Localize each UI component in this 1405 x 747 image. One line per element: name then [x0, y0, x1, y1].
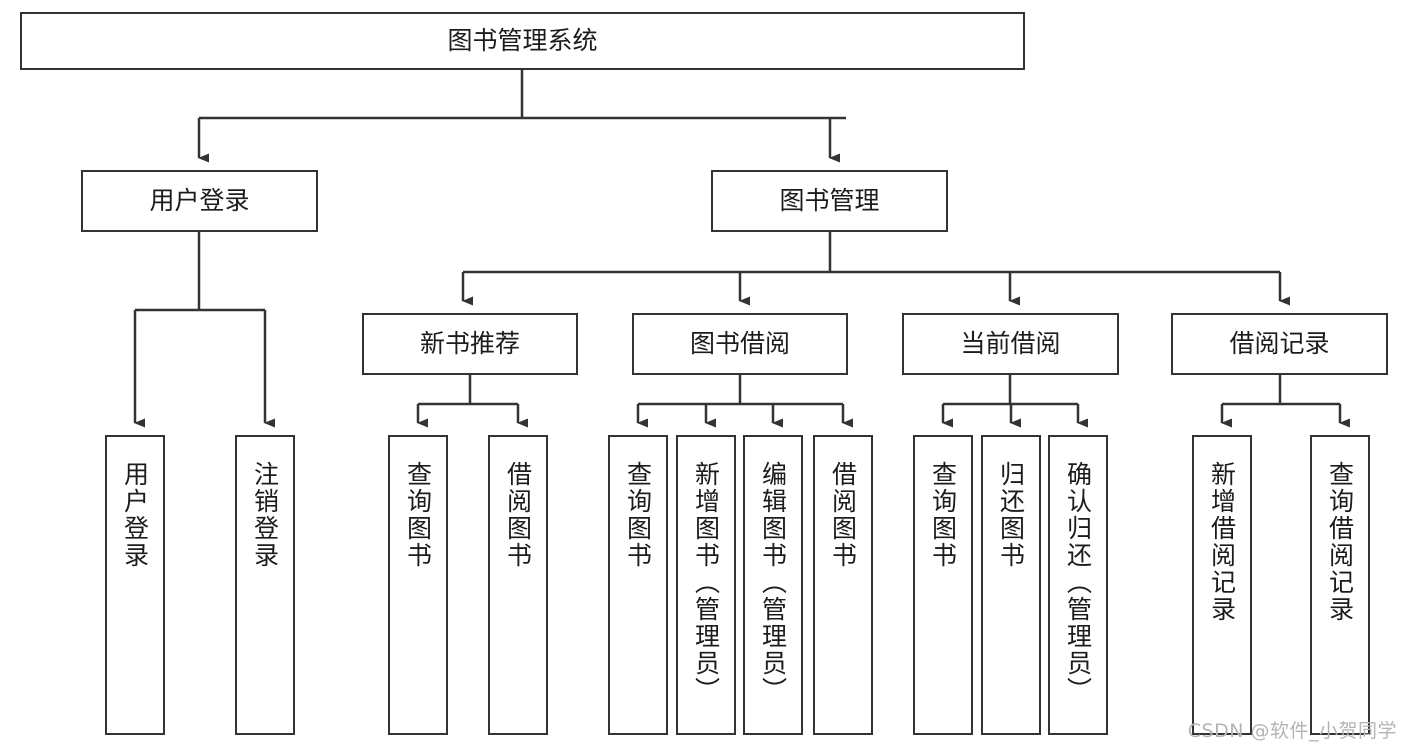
node-label: 图书管理: [779, 186, 880, 216]
node-current-borrow[interactable]: 当前借阅: [902, 313, 1119, 375]
csdn-watermark: CSDN @软件_小贺同学: [1187, 720, 1397, 742]
node-book-management[interactable]: 图书管理: [711, 170, 948, 232]
node-label: 归还图书: [996, 461, 1026, 569]
leaf-book-borrow-edit-book-admin[interactable]: 编辑图书（管理员）: [743, 435, 803, 735]
node-label: 图书借阅: [689, 329, 790, 359]
leaf-new-book-borrow-book[interactable]: 借阅图书: [488, 435, 548, 735]
node-borrow-record[interactable]: 借阅记录: [1171, 313, 1388, 375]
leaf-book-borrow-borrow-book[interactable]: 借阅图书: [813, 435, 873, 735]
node-label: 借阅图书: [503, 461, 533, 569]
node-label: 新增图书（管理员）: [691, 461, 721, 704]
leaf-borrow-record-add-record[interactable]: 新增借阅记录: [1192, 435, 1252, 735]
node-root-book-management-system[interactable]: 图书管理系统: [20, 12, 1025, 70]
leaf-current-borrow-query-book[interactable]: 查询图书: [913, 435, 973, 735]
node-label: 借阅图书: [828, 461, 858, 569]
node-label: 新书推荐: [419, 329, 520, 359]
leaf-book-borrow-query-book[interactable]: 查询图书: [608, 435, 668, 735]
node-label: 查询图书: [403, 461, 433, 569]
node-label: 查询图书: [928, 461, 958, 569]
node-label: 当前借阅: [960, 329, 1061, 359]
node-label: 新增借阅记录: [1207, 461, 1237, 623]
leaf-current-borrow-return-book[interactable]: 归还图书: [981, 435, 1041, 735]
node-label: 查询图书: [623, 461, 653, 569]
node-label: 用户登录: [120, 461, 150, 569]
node-label: 查询借阅记录: [1325, 461, 1355, 623]
node-label: 用户登录: [149, 186, 250, 216]
node-label: 图书管理系统: [447, 26, 598, 56]
node-user-login[interactable]: 用户登录: [81, 170, 318, 232]
node-label: 编辑图书（管理员）: [758, 461, 788, 704]
leaf-borrow-record-query-record[interactable]: 查询借阅记录: [1310, 435, 1370, 735]
leaf-current-borrow-confirm-return-admin[interactable]: 确认归还（管理员）: [1048, 435, 1108, 735]
node-label: 借阅记录: [1229, 329, 1330, 359]
leaf-new-book-query-book[interactable]: 查询图书: [388, 435, 448, 735]
node-book-borrow[interactable]: 图书借阅: [632, 313, 848, 375]
leaf-book-borrow-add-book-admin[interactable]: 新增图书（管理员）: [676, 435, 736, 735]
node-label: 确认归还（管理员）: [1063, 461, 1093, 704]
leaf-user-login-logout[interactable]: 注销登录: [235, 435, 295, 735]
node-new-book-recommend[interactable]: 新书推荐: [362, 313, 578, 375]
leaf-user-login-login[interactable]: 用户登录: [105, 435, 165, 735]
node-label: 注销登录: [250, 461, 280, 569]
